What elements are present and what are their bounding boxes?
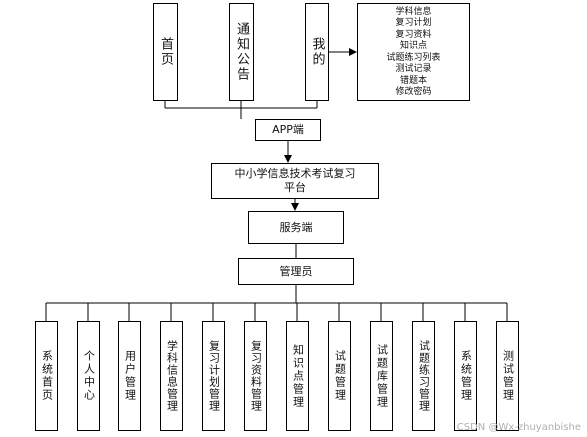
- arrowhead: [291, 203, 299, 211]
- my-menu-list: 学科信息 复习计划 复习资料 知识点 试题练习列表 测试记录 错题本 修改密码: [364, 6, 463, 98]
- server-node-label: 服务端: [279, 220, 313, 234]
- module-label: 系统管理: [459, 350, 473, 402]
- module-question-management: 试题管理: [328, 321, 351, 431]
- module-label: 系统首页: [40, 350, 54, 402]
- module-label: 复习计划管理: [207, 340, 221, 412]
- module-label: 试题管理: [333, 350, 347, 402]
- platform-title-line1: 中小学信息技术考试复习: [234, 167, 356, 180]
- module-label: 学科信息管理: [165, 340, 179, 412]
- module-label: 试题库管理: [375, 343, 389, 409]
- watermark-text: CSDN @Wx-zhuyanbishe: [456, 422, 581, 433]
- my-menu-item: 错题本: [399, 75, 427, 86]
- module-system-management: 系统管理: [454, 321, 477, 431]
- module-question-practice-management: 试题练习管理: [412, 321, 435, 431]
- module-subject-info-management: 学科信息管理: [160, 321, 183, 431]
- tab-home: 首页: [153, 3, 178, 101]
- module-review-plan-management: 复习计划管理: [202, 321, 225, 431]
- tab-mine: 我的: [305, 3, 329, 101]
- module-label: 个人中心: [82, 350, 96, 402]
- module-system-home: 系统首页: [35, 321, 58, 431]
- my-menu-item: 学科信息: [395, 6, 432, 17]
- platform-title-line2: 平台: [284, 181, 306, 194]
- my-menu-box: 学科信息 复习计划 复习资料 知识点 试题练习列表 测试记录 错题本 修改密码: [357, 3, 470, 101]
- tab-notices-label: 通知公告: [234, 22, 249, 82]
- admin-node-label: 管理员: [279, 264, 313, 278]
- platform-node: 中小学信息技术考试复习 平台: [211, 163, 379, 199]
- my-menu-item: 试题练习列表: [386, 52, 441, 63]
- my-menu-item: 知识点: [399, 41, 427, 52]
- module-label: 用户管理: [123, 350, 137, 402]
- tab-mine-label: 我的: [309, 37, 325, 67]
- my-menu-item: 测试记录: [395, 64, 432, 75]
- server-node: 服务端: [248, 211, 344, 244]
- app-node: APP端: [255, 119, 321, 141]
- my-menu-item: 修改密码: [395, 87, 432, 98]
- admin-node: 管理员: [238, 258, 354, 285]
- app-node-label: APP端: [272, 123, 304, 136]
- tab-notices: 通知公告: [229, 3, 254, 101]
- module-knowledge-point-management: 知识点管理: [286, 321, 309, 431]
- module-user-management: 用户管理: [118, 321, 141, 431]
- arrowhead: [349, 48, 357, 56]
- module-test-management: 测试管理: [496, 321, 519, 431]
- module-personal-center: 个人中心: [77, 321, 100, 431]
- my-menu-item: 复习资料: [395, 29, 432, 40]
- module-review-material-management: 复习资料管理: [244, 321, 267, 431]
- module-label: 知识点管理: [291, 343, 305, 409]
- my-menu-item: 复习计划: [395, 18, 432, 29]
- module-question-bank-management: 试题库管理: [370, 321, 393, 431]
- platform-node-text: 中小学信息技术考试复习 平台: [212, 164, 378, 198]
- module-label: 测试管理: [501, 350, 515, 402]
- arrowhead: [284, 155, 292, 163]
- module-label: 试题练习管理: [417, 340, 431, 412]
- tab-home-label: 首页: [158, 37, 173, 67]
- module-label: 复习资料管理: [249, 340, 263, 412]
